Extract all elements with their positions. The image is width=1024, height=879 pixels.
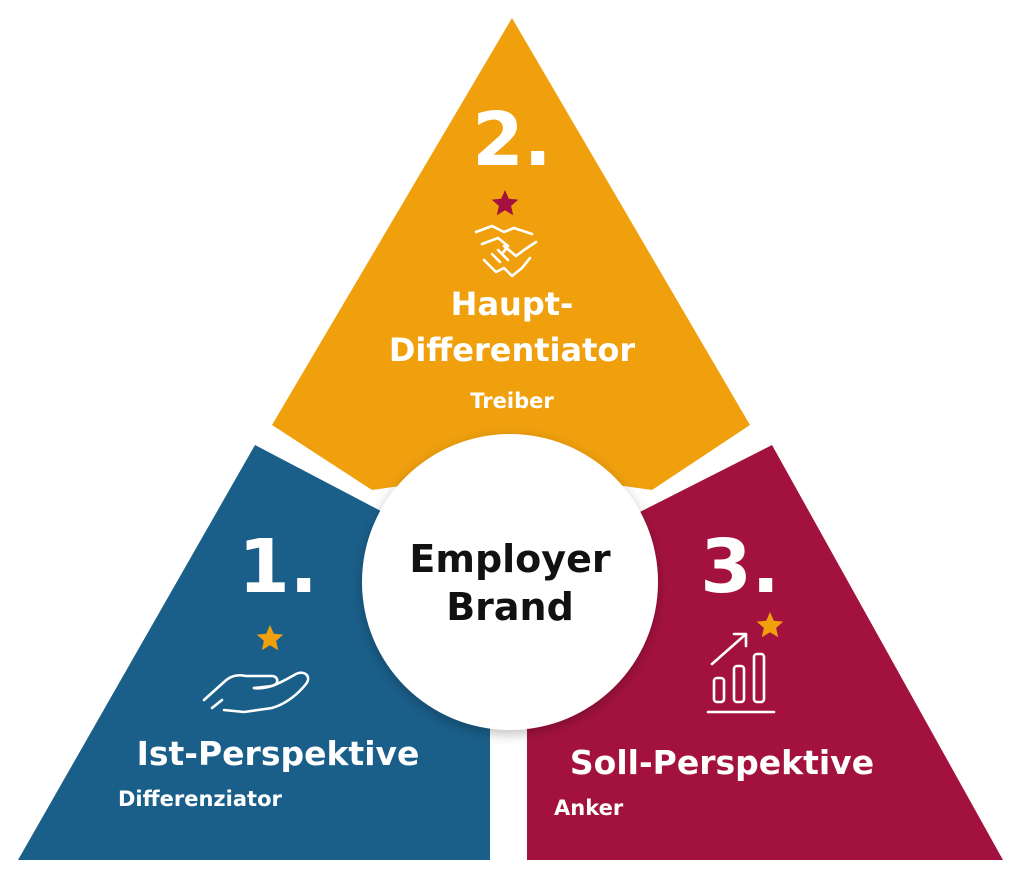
growth-chart-icon (706, 632, 776, 714)
left-subtitle: Differenziator (118, 787, 282, 811)
handshake-icon (474, 224, 538, 278)
top-subtitle: Treiber (470, 389, 554, 413)
center-label-line1: Employer (409, 537, 610, 581)
top-segment (272, 18, 750, 490)
left-star-icon (256, 625, 284, 651)
right-star-icon (756, 612, 784, 638)
top-title-line1: Haupt- (451, 285, 574, 323)
right-number: 3. (700, 524, 780, 610)
right-subtitle: Anker (554, 796, 624, 820)
top-number: 2. (472, 97, 552, 183)
center-label-line2: Brand (446, 585, 574, 629)
center-circle (362, 434, 658, 730)
left-number: 1. (238, 524, 318, 610)
right-title: Soll-Perspektive (570, 743, 874, 782)
open-hand-icon (202, 671, 310, 714)
left-title: Ist-Perspektive (137, 734, 420, 773)
top-title-line2: Differentiator (389, 331, 636, 369)
top-star-icon (491, 190, 519, 216)
